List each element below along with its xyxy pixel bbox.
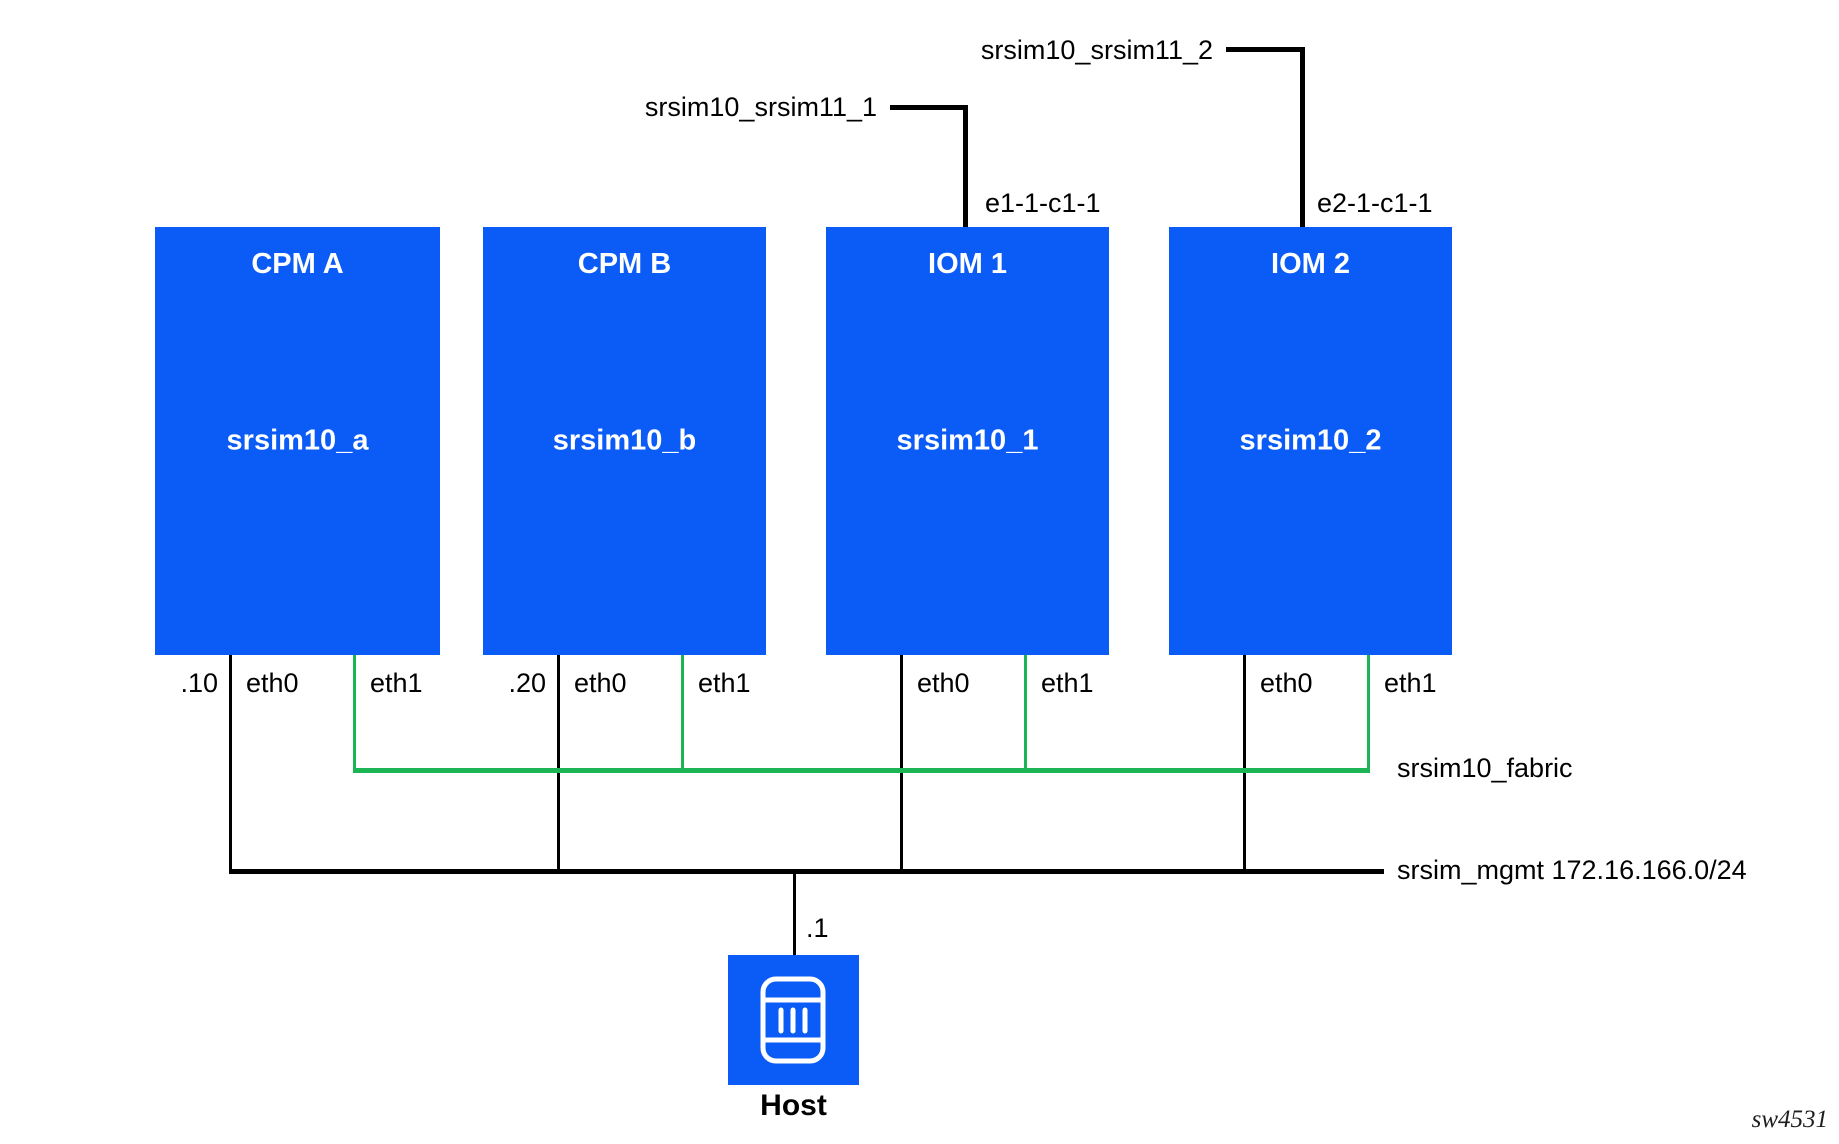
node-title: IOM 1 [928,248,1007,280]
node-cpm-b: CPM B srsim10_b [483,227,766,655]
node-name: srsim10_2 [1239,424,1382,457]
watermark-text: sw4531 [1751,1106,1828,1133]
node-name: srsim10_a [226,424,369,457]
node-cpm-a: CPM A srsim10_a [155,227,440,655]
iom1-eth1-line [1024,655,1027,773]
iom2-eth0-line [1243,655,1246,873]
iom1-port-label: e1-1-c1-1 [985,188,1101,218]
external-link-2-line-vertical [1300,47,1305,227]
host-mgmt-line [793,874,796,955]
external-link-2-label: srsim10_srsim11_2 [980,35,1213,65]
external-link-1-line-horizontal [890,105,968,110]
iom1-eth0-line [900,655,903,873]
cpm-b-eth0-label: eth0 [574,668,627,698]
cpm-a-mgmt-addr-label: .10 [180,668,218,698]
fabric-bus-line [353,768,1370,773]
cpm-b-mgmt-addr-label: .20 [508,668,546,698]
cpm-b-eth0-line [557,655,560,873]
mgmt-bus-line [229,869,1384,874]
node-iom-1: IOM 1 srsim10_1 [826,227,1109,655]
host-mgmt-addr-label: .1 [806,913,829,943]
cpm-a-eth1-label: eth1 [370,668,423,698]
external-link-2-line-horizontal [1226,47,1305,52]
iom1-eth0-label: eth0 [917,668,970,698]
cpm-a-eth0-line [229,655,232,873]
host-box [728,955,859,1085]
mgmt-bus-label: srsim_mgmt 172.16.166.0/24 [1397,855,1747,885]
host-label: Host [760,1089,827,1122]
iom2-port-label: e2-1-c1-1 [1317,188,1433,218]
node-name: srsim10_1 [896,424,1039,457]
cpm-a-eth0-label: eth0 [246,668,299,698]
iom2-eth1-line [1367,655,1370,773]
cpm-a-eth1-line [353,655,356,773]
node-title: CPM A [251,248,344,280]
iom1-eth1-label: eth1 [1041,668,1094,698]
iom2-eth0-label: eth0 [1260,668,1313,698]
iom2-eth1-label: eth1 [1384,668,1437,698]
server-icon [760,976,826,1064]
node-name: srsim10_b [552,424,697,457]
external-link-1-line-vertical [963,105,968,227]
fabric-bus-label: srsim10_fabric [1397,753,1573,783]
external-link-1-label: srsim10_srsim11_1 [644,92,877,122]
cpm-b-eth1-line [681,655,684,773]
cpm-b-eth1-label: eth1 [698,668,751,698]
node-title: IOM 2 [1271,248,1350,280]
node-title: CPM B [577,248,672,280]
node-iom-2: IOM 2 srsim10_2 [1169,227,1452,655]
